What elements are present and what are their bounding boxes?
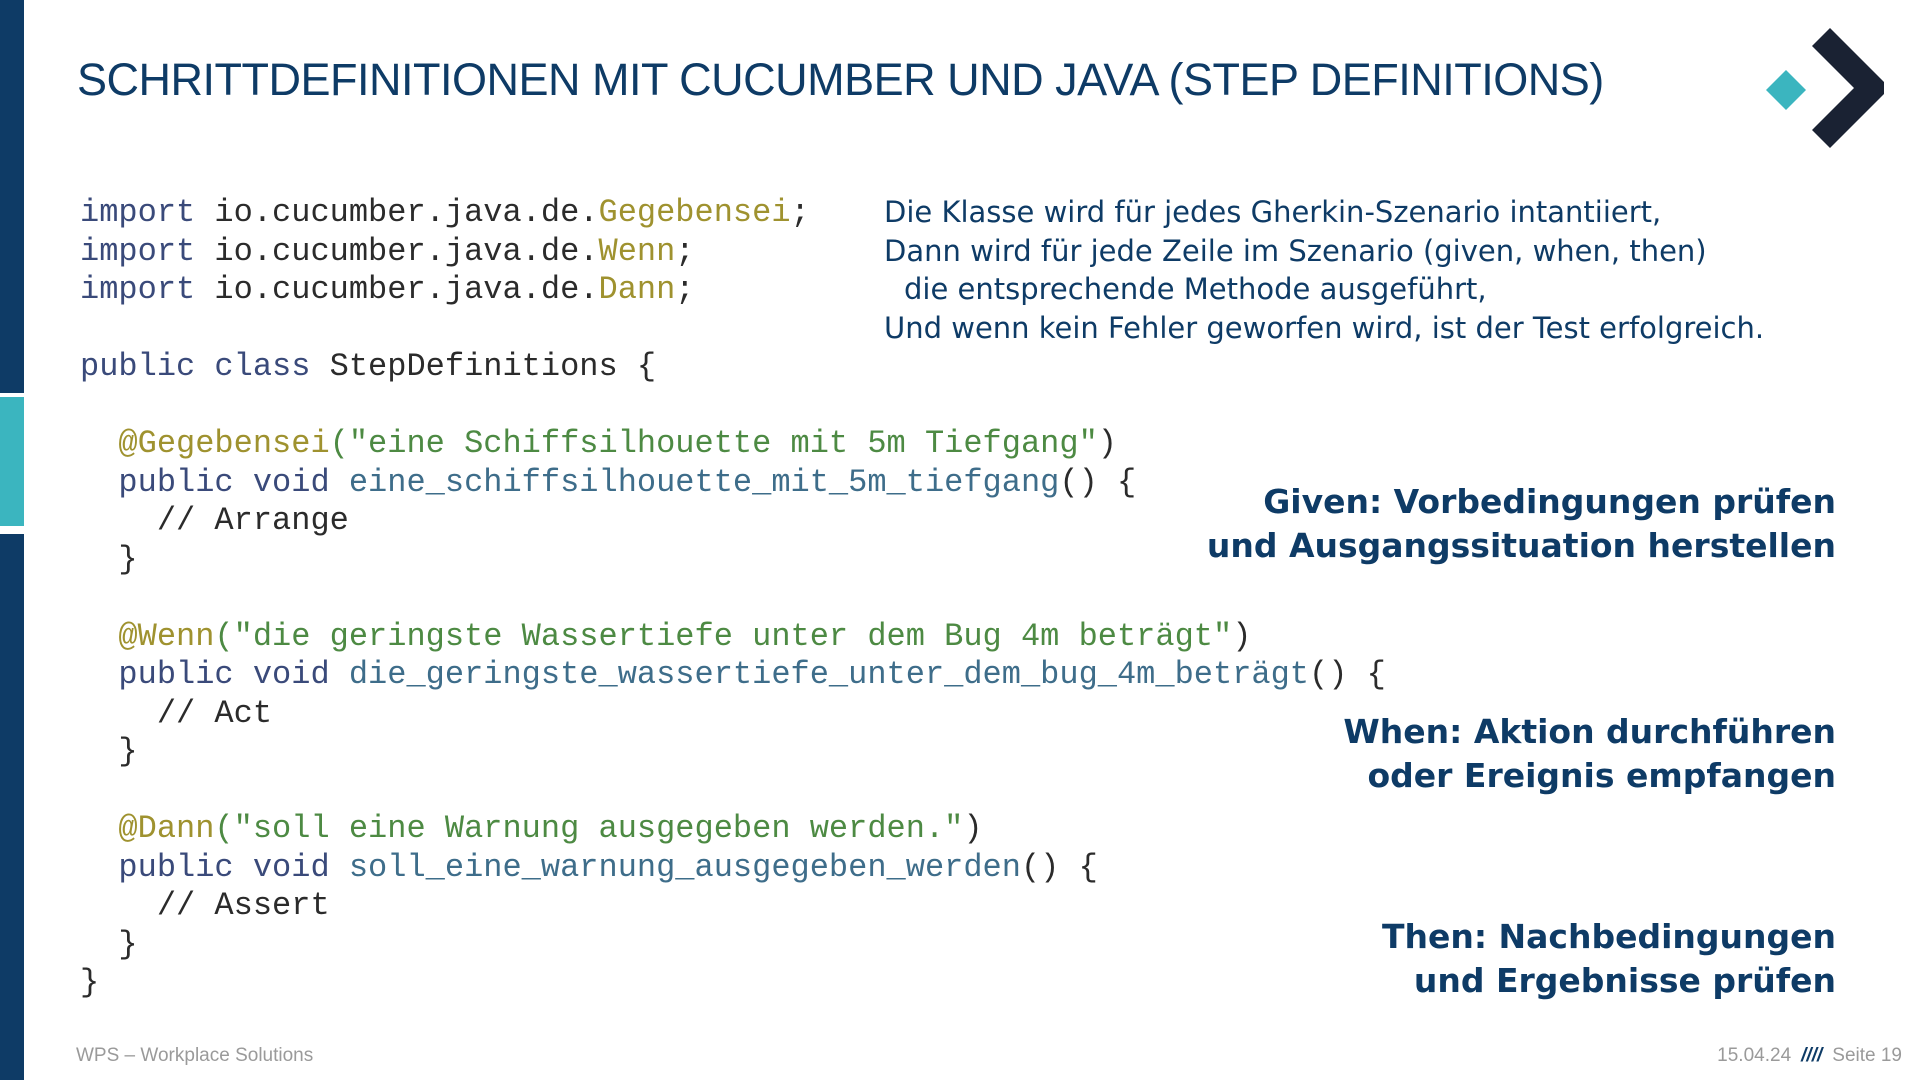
code-line-method-then: public void soll_eine_warnung_ausgegeben… [118,848,1098,886]
side-accent-bar-bottom [0,534,24,1080]
code-line-comment-given: // Arrange [156,502,349,539]
code-line-annotation-then: @Dann("soll eine Warnung ausgegeben werd… [118,810,983,847]
code-line-method-when: public void die_geringste_wassertiefe_un… [118,656,1386,693]
code-line-close-class: } [80,964,100,1001]
side-accent-bar-top [0,0,24,393]
code-line-close-then: } [118,925,138,963]
code-line-class-declaration: public class StepDefinitions { [80,348,657,385]
then-label-line: und Ergebnisse prüfen [1413,961,1836,1000]
note-line: Die Klasse wird für jedes Gherkin-Szenar… [884,195,1662,229]
code-line-method-given: public void eine_schiffsilhouette_mit_5m… [118,463,1137,501]
side-accent-bar-middle [0,397,24,526]
wps-arrow-logo-icon [1766,28,1884,148]
when-label-line: When: Aktion durchführen [1343,712,1836,751]
note-line: Dann wird für jede Zeile im Szenario (gi… [884,233,1707,268]
code-line-annotation-when: @Wenn("die geringste Wassertiefe unter d… [118,617,1252,655]
when-label-line: oder Ereignis empfangen [1367,756,1836,795]
given-label-line: und Ausgangssituation herstellen [1206,526,1836,565]
code-line-close-given: } [118,540,138,578]
code-line-comment-then: // Assert [156,887,330,924]
code-line-import-2: import io.cucumber.java.de.Wenn; [80,232,695,270]
code-line-close-when: } [118,733,138,770]
when-label: When: Aktion durchführen oder Ereignis e… [1343,710,1836,798]
footer-date: 15.04.24 [1717,1045,1792,1066]
given-label: Given: Vorbedingungen prüfen und Ausgang… [1207,480,1836,568]
given-label-line: Given: Vorbedingungen prüfen [1263,482,1836,521]
code-line-import-3: import io.cucumber.java.de.Dann; [80,271,695,308]
footer-company: WPS – Workplace Solutions [76,1045,314,1066]
code-line-blank [80,772,1386,811]
note-line: Und wenn kein Fehler geworfen wird, ist … [884,310,1765,345]
code-line-import-1: import io.cucumber.java.de.Gegebensei; [80,194,810,231]
footer-page-number: Seite 19 [1832,1045,1902,1066]
footer-page-info: 15.04.24 //// Seite 19 [1717,1045,1902,1067]
footer-separator: //// [1801,1045,1823,1066]
slide-title: SCHRITTDEFINITIONEN MIT CUCUMBER UND JAV… [77,54,1604,105]
code-line-blank [80,387,1386,426]
note-line: die entsprechende Methode ausgeführt, [904,272,1487,306]
code-block: import io.cucumber.java.de.Gegebensei;im… [80,194,1386,1003]
code-line-comment-when: // Act [156,694,273,732]
then-label-line: Then: Nachbedingungen [1381,917,1836,956]
code-line-annotation-given: @Gegebensei("eine Schiffsilhouette mit 5… [118,425,1117,462]
explanation-note: Die Klasse wird für jedes Gherkin-Szenar… [884,193,1764,347]
code-line-blank [80,579,1386,618]
then-label: Then: Nachbedingungen und Ergebnisse prü… [1382,915,1836,1003]
